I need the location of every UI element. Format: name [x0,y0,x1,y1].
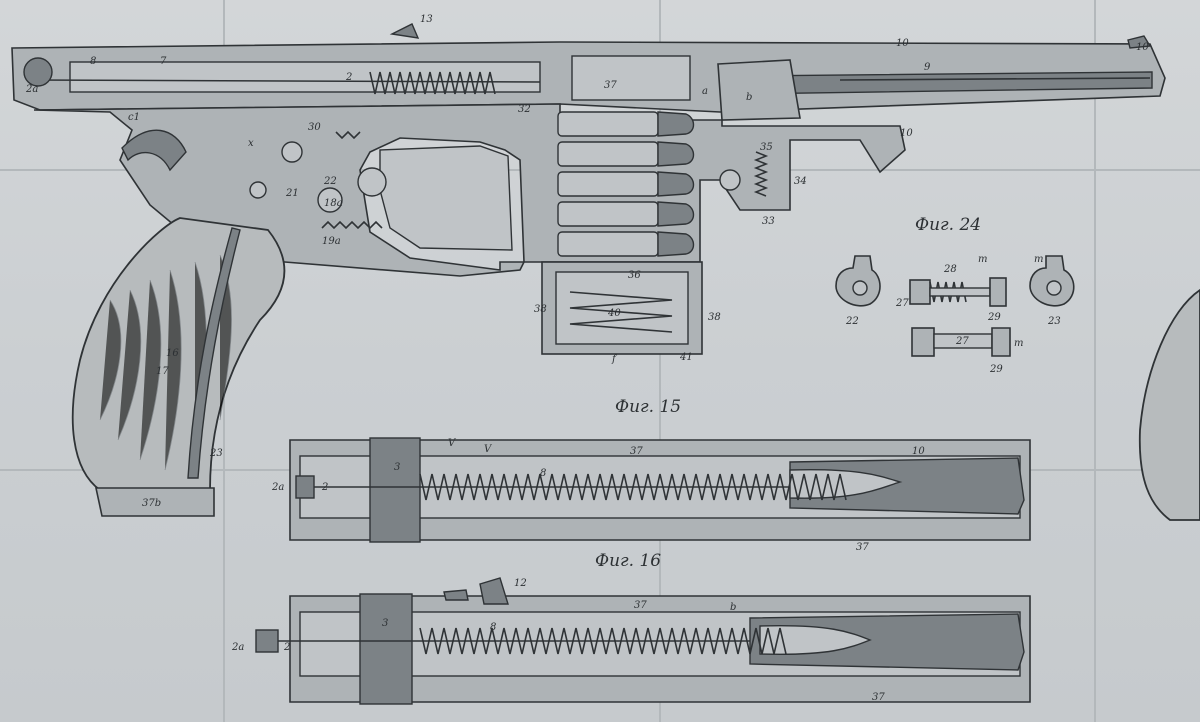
label-f: f [611,354,618,365]
label-7: 7 [160,56,167,67]
fig24-small-parts [835,255,1075,357]
label-22: 22 [323,176,337,187]
fig24-label-m-1: m [978,254,987,265]
fig24-label-29b: 29 [989,364,1003,375]
fig24-label-29a: 29 [987,312,1001,323]
magazine-cartridges [557,111,695,257]
label-18a: 18a [324,198,343,209]
label-38-right: 38 [708,312,721,323]
fig24-label-22: 22 [845,316,859,327]
fig16-label-b: b [730,602,736,613]
fig24-label-23: 23 [1047,316,1061,327]
fig15-title: Фиг. 15 [615,397,681,417]
label-34: 34 [794,176,807,187]
fig24-title: Фиг. 24 [915,215,981,235]
fig15-label-8: 8 [540,468,546,479]
label-40: 40 [607,308,621,319]
fig24-labels: 22 28 m m 27 29 23 27 29 m [845,254,1061,375]
fig24-label-27b: 27 [955,336,969,347]
fig24-label-m-2: m [1034,254,1043,265]
fig15-label-10: 10 [912,446,925,457]
fig24-label-m-3: m [1014,338,1023,349]
label-41: 41 [679,352,693,363]
fig24-label-27a: 27 [895,298,909,309]
label-8: 8 [90,56,96,67]
fig15-label-V1: V [448,438,457,449]
label-2: 2 [345,72,352,83]
fig15-label-37-bottom: 37 [856,542,869,553]
label-x: x [248,138,254,149]
label-32: 32 [518,104,531,115]
fig16-title: Фиг. 16 [595,551,661,571]
label-17: 17 [156,366,169,377]
main-part-labels: 13 10 10 10 9 8 7 2a 2 37 a b 32 c1 30 3… [25,14,1149,509]
label-19a: 19a [322,236,341,247]
pistol-side-section [11,23,1166,517]
fig15-section [289,437,1031,543]
fig16-label-2a: 2a [231,642,244,653]
fig15-label-V2: V [484,444,493,455]
label-30: 30 [308,122,321,133]
fig16-label-37-bottom: 37 [872,692,885,703]
second-grip-partial [1138,288,1200,521]
label-c1: c1 [128,112,140,123]
label-16: 16 [166,348,179,359]
label-21: 21 [285,188,299,199]
fig16-label-8: 8 [490,622,496,633]
label-35: 35 [760,142,773,153]
label-38-left: 38 [534,304,547,315]
fig16-section [255,577,1031,705]
label-10-muzzle: 10 [1136,42,1149,53]
label-9: 9 [924,62,931,73]
fig15-label-2: 2 [321,482,328,493]
label-13: 13 [420,14,433,25]
label-37: 37 [604,80,617,91]
label-23: 23 [209,448,223,459]
fig15-label-3: 3 [394,462,400,473]
label-36: 36 [628,270,641,281]
fig15-label-37: 37 [630,446,643,457]
label-b: b [746,92,752,103]
fig24-label-28: 28 [943,264,957,275]
fig16-label-3: 3 [382,618,388,629]
fig16-label-37: 37 [634,600,647,611]
fig16-labels: 12 3 2a 2 8 37 b 37 [231,578,885,703]
label-37b: 37b [142,498,161,509]
fig16-label-2: 2 [283,642,290,653]
label-10-top: 10 [896,38,909,49]
label-10-lower: 10 [900,128,913,139]
fig15-labels: V V 37 3 2a 2 8 37 10 [271,438,925,553]
fig15-label-2a: 2a [271,482,284,493]
label-2a: 2a [25,84,38,95]
label-33: 33 [762,216,775,227]
fig16-label-12: 12 [514,578,527,589]
label-a: a [702,86,708,97]
